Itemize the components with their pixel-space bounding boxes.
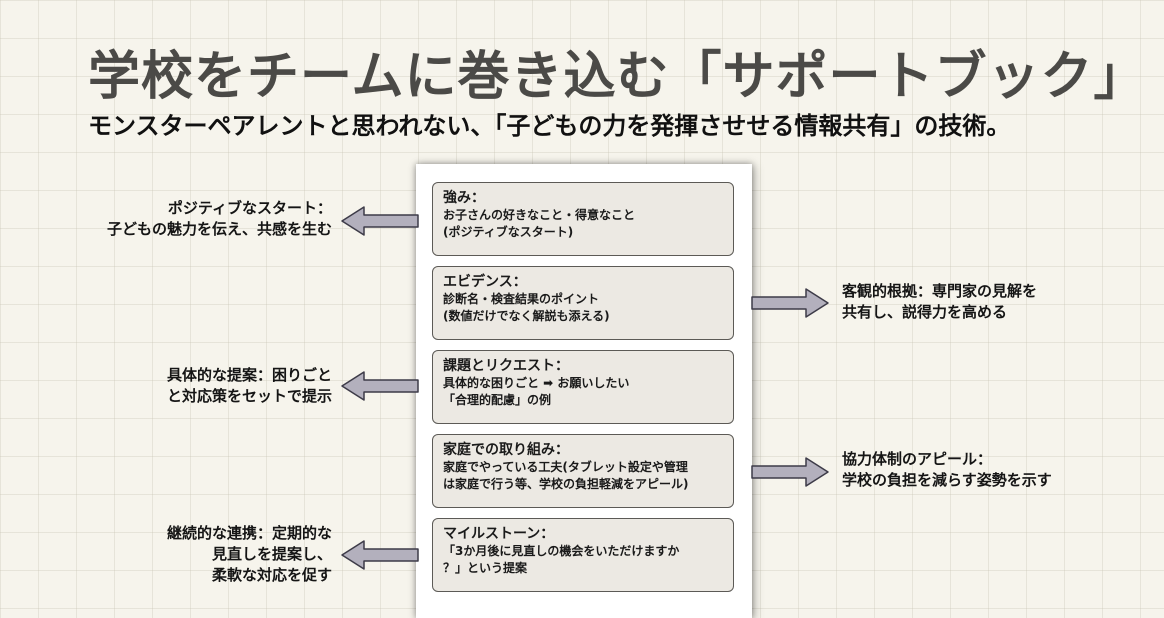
note-line: 協力体制のアピール： — [842, 450, 993, 468]
note-line: 見直しを提案し、 — [211, 545, 332, 563]
arrow-left-icon — [341, 371, 419, 401]
card-title: 課題とリクエスト： — [443, 358, 569, 374]
card-title: エビデンス： — [443, 274, 527, 290]
arrow-right-icon — [751, 457, 829, 487]
card-line: お子さんの好きなこと・得意なこと — [443, 208, 636, 222]
arrow-left-icon — [341, 206, 419, 236]
card-line: (数値だけでなく解説も添える) — [443, 309, 610, 323]
note-line: 継続的な連携：定期的な — [166, 524, 332, 542]
arrow-right-icon — [751, 288, 829, 318]
card-line: 「合理的配慮」の例 — [443, 393, 552, 407]
card-line: は家庭で行う等、学校の負担軽減をアピール) — [443, 477, 689, 491]
note-line: 柔軟な対応を促す — [211, 566, 332, 584]
card-strengths: 強み： お子さんの好きなこと・得意なこと (ポジティブなスタート) — [432, 182, 734, 256]
card-line: 診断名・検査結果のポイント — [443, 292, 600, 306]
note-objective-evidence: 客観的根拠：専門家の見解を 共有し、説得力を高める — [842, 281, 1037, 323]
card-title: マイルストーン： — [443, 526, 555, 542]
card-home-efforts: 家庭での取り組み： 家庭でやっている工夫(タブレット設定や管理 は家庭で行う等、… — [432, 434, 734, 508]
note-positive-start: ポジティブなスタート： 子どもの魅力を伝え、共感を生む — [107, 198, 332, 240]
note-line: 具体的な提案：困りごと — [166, 366, 332, 384]
card-title: 家庭での取り組み： — [443, 442, 569, 458]
note-line: と対応策をセットで提示 — [166, 387, 332, 405]
card-title: 強み： — [443, 190, 485, 206]
note-continuous-collaboration: 継続的な連携：定期的な 見直しを提案し、 柔軟な対応を促す — [167, 523, 332, 586]
card-milestone: マイルストーン： 「3か月後に見直しの機会をいただけますか ？」という提案 — [432, 518, 734, 592]
card-line: 家庭でやっている工夫(タブレット設定や管理 — [443, 460, 688, 474]
arrow-left-icon — [341, 540, 419, 570]
note-line: 学校の負担を減らす姿勢を示す — [842, 471, 1052, 489]
card-evidence: エビデンス： 診断名・検査結果のポイント (数値だけでなく解説も添える) — [432, 266, 734, 340]
note-line: 共有し、説得力を高める — [842, 303, 1008, 321]
note-concrete-proposal: 具体的な提案：困りごと と対応策をセットで提示 — [167, 365, 332, 407]
support-book-panel: 強み： お子さんの好きなこと・得意なこと (ポジティブなスタート) エビデンス：… — [416, 164, 752, 618]
card-requests: 課題とリクエスト： 具体的な困りごと ➡ お願いしたい 「合理的配慮」の例 — [432, 350, 734, 424]
note-cooperation: 協力体制のアピール： 学校の負担を減らす姿勢を示す — [842, 449, 1052, 491]
card-line: (ポジティブなスタート) — [443, 225, 574, 239]
card-line: 「3か月後に見直しの機会をいただけますか — [443, 544, 680, 558]
card-line: ？」という提案 — [443, 561, 528, 575]
card-line: 具体的な困りごと ➡ お願いしたい — [443, 376, 630, 390]
page-title: 学校をチームに巻き込む「サポートブック」 — [88, 47, 1147, 107]
note-line: 子どもの魅力を伝え、共感を生む — [106, 220, 332, 238]
note-line: ポジティブなスタート： — [167, 199, 332, 217]
page-subtitle: モンスターペアレントと思われない、「子どもの力を発揮させせる情報共有」の技術。 — [88, 112, 1011, 140]
note-line: 客観的根拠：専門家の見解を — [842, 282, 1038, 300]
